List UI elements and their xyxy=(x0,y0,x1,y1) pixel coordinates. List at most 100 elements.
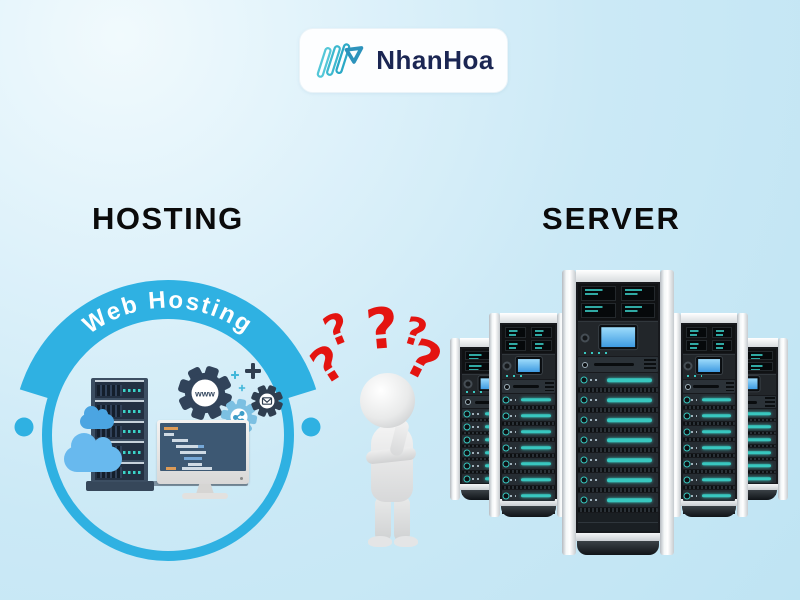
led-strip xyxy=(606,398,652,402)
figure-leg xyxy=(375,496,391,542)
server-unit xyxy=(578,473,658,487)
mini-display xyxy=(711,340,732,351)
power-knob xyxy=(502,361,512,371)
mini-display xyxy=(686,327,707,338)
led-strip xyxy=(606,378,652,382)
led-row xyxy=(505,375,522,377)
status-dots xyxy=(509,414,516,417)
server-unit xyxy=(578,493,658,507)
vent-strip xyxy=(683,438,735,441)
hosting-ribbon xyxy=(19,279,317,401)
status-dots xyxy=(509,446,516,449)
vent-strip xyxy=(502,438,555,441)
rack-base-cap xyxy=(681,499,737,506)
server-unit xyxy=(683,458,735,469)
rack-rail xyxy=(670,313,681,517)
vent-strip xyxy=(502,454,555,457)
web-hosting-illustration: Web Hosting www xyxy=(14,279,321,561)
gear-mail-icon xyxy=(251,385,283,417)
led-row xyxy=(583,352,608,354)
rack-base-cap xyxy=(576,533,660,541)
mini-display xyxy=(465,351,492,360)
led-strip xyxy=(521,413,551,418)
status-dots xyxy=(590,499,599,501)
svg-text:www: www xyxy=(194,389,215,399)
led-strip xyxy=(606,418,652,422)
monitor-stand-base xyxy=(182,493,228,499)
control-panel xyxy=(502,354,555,379)
brand-name: NhanHoa xyxy=(376,45,494,75)
nhanhoa-logo-card: NhanHoa xyxy=(299,28,508,93)
led-strip xyxy=(701,429,731,434)
server-unit xyxy=(502,490,555,501)
monitor-code-icon xyxy=(157,420,249,484)
status-dots xyxy=(509,494,516,497)
status-dots xyxy=(690,446,697,449)
vent-strip xyxy=(578,468,658,472)
control-panel xyxy=(578,321,658,356)
drive-slot xyxy=(693,384,720,388)
drive-knob xyxy=(464,399,471,405)
status-dots xyxy=(690,462,697,465)
led-strip xyxy=(735,411,771,416)
power-knob xyxy=(502,492,510,499)
power-knob xyxy=(683,361,693,371)
server-unit xyxy=(578,413,658,427)
led-strip xyxy=(735,463,771,468)
led-strip xyxy=(701,461,731,466)
status-dots xyxy=(690,414,697,417)
rack-base xyxy=(501,506,556,517)
drive-bay xyxy=(683,380,735,393)
server-unit xyxy=(502,394,555,405)
vent-strip xyxy=(578,388,658,392)
led-strip xyxy=(735,424,771,429)
ring-dot-left xyxy=(14,417,34,437)
led-strip xyxy=(701,397,731,402)
figure-foot xyxy=(368,536,392,547)
status-dots xyxy=(509,478,516,481)
led-strip xyxy=(701,445,731,450)
code-screen xyxy=(160,423,246,471)
status-dots xyxy=(509,398,516,401)
heading-server: SERVER xyxy=(542,201,681,236)
mini-display xyxy=(620,303,655,318)
power-knob xyxy=(463,410,471,417)
status-dots xyxy=(471,412,479,415)
drive-grid xyxy=(764,397,775,407)
figure-foot xyxy=(394,536,418,547)
rack-rail xyxy=(450,338,460,500)
thinking-person-figure xyxy=(360,373,415,428)
status-dots xyxy=(590,439,599,441)
power-knob xyxy=(502,428,510,435)
led-strip xyxy=(735,476,771,481)
mini-display xyxy=(505,340,526,351)
power-knob xyxy=(683,460,691,467)
led-strip xyxy=(521,461,551,466)
server-unit xyxy=(683,474,735,485)
mini-display xyxy=(581,303,616,318)
mini-display xyxy=(620,286,655,301)
led-strip xyxy=(521,477,551,482)
led-row xyxy=(686,375,703,377)
drive-slot xyxy=(594,362,634,366)
rack-top-cap xyxy=(681,313,737,323)
vent-strip xyxy=(578,448,658,452)
rack-rail xyxy=(562,270,576,555)
power-knob xyxy=(502,396,510,403)
mini-display xyxy=(711,327,732,338)
vent-strip xyxy=(578,508,658,512)
status-dots xyxy=(690,494,697,497)
mini-display xyxy=(746,362,773,371)
status-dots xyxy=(471,425,479,428)
rack-top-cap xyxy=(500,313,557,323)
drive-bay xyxy=(502,380,555,393)
led-strip xyxy=(701,477,731,482)
status-displays xyxy=(578,284,658,320)
power-knob xyxy=(502,444,510,451)
rack-bottom-panel xyxy=(578,513,658,531)
power-knob xyxy=(463,379,473,389)
status-displays xyxy=(502,325,555,353)
vent-strip xyxy=(683,470,735,473)
power-knob xyxy=(580,416,588,424)
rack-base-cap xyxy=(500,499,557,506)
